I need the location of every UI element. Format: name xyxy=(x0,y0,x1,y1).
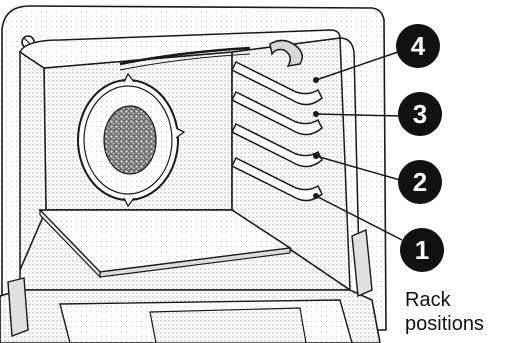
door-hinge-left xyxy=(8,278,28,336)
rack-position-badge-2: 2 xyxy=(398,160,442,204)
rack-position-badge-1: 1 xyxy=(400,228,444,272)
rack-position-badge-4: 4 xyxy=(396,24,440,68)
rack-position-number: 2 xyxy=(413,167,427,197)
rack-positions-caption: Rack positions xyxy=(405,288,484,336)
rack-position-number: 1 xyxy=(415,235,429,265)
rack-position-badge-3: 3 xyxy=(398,92,442,136)
caption-line-rack: Rack xyxy=(405,288,484,312)
caption-line-positions: positions xyxy=(405,312,484,336)
rack-position-badges: 4 3 2 1 xyxy=(396,24,444,272)
rack-position-number: 4 xyxy=(411,31,426,61)
rack-position-number: 3 xyxy=(413,99,427,129)
